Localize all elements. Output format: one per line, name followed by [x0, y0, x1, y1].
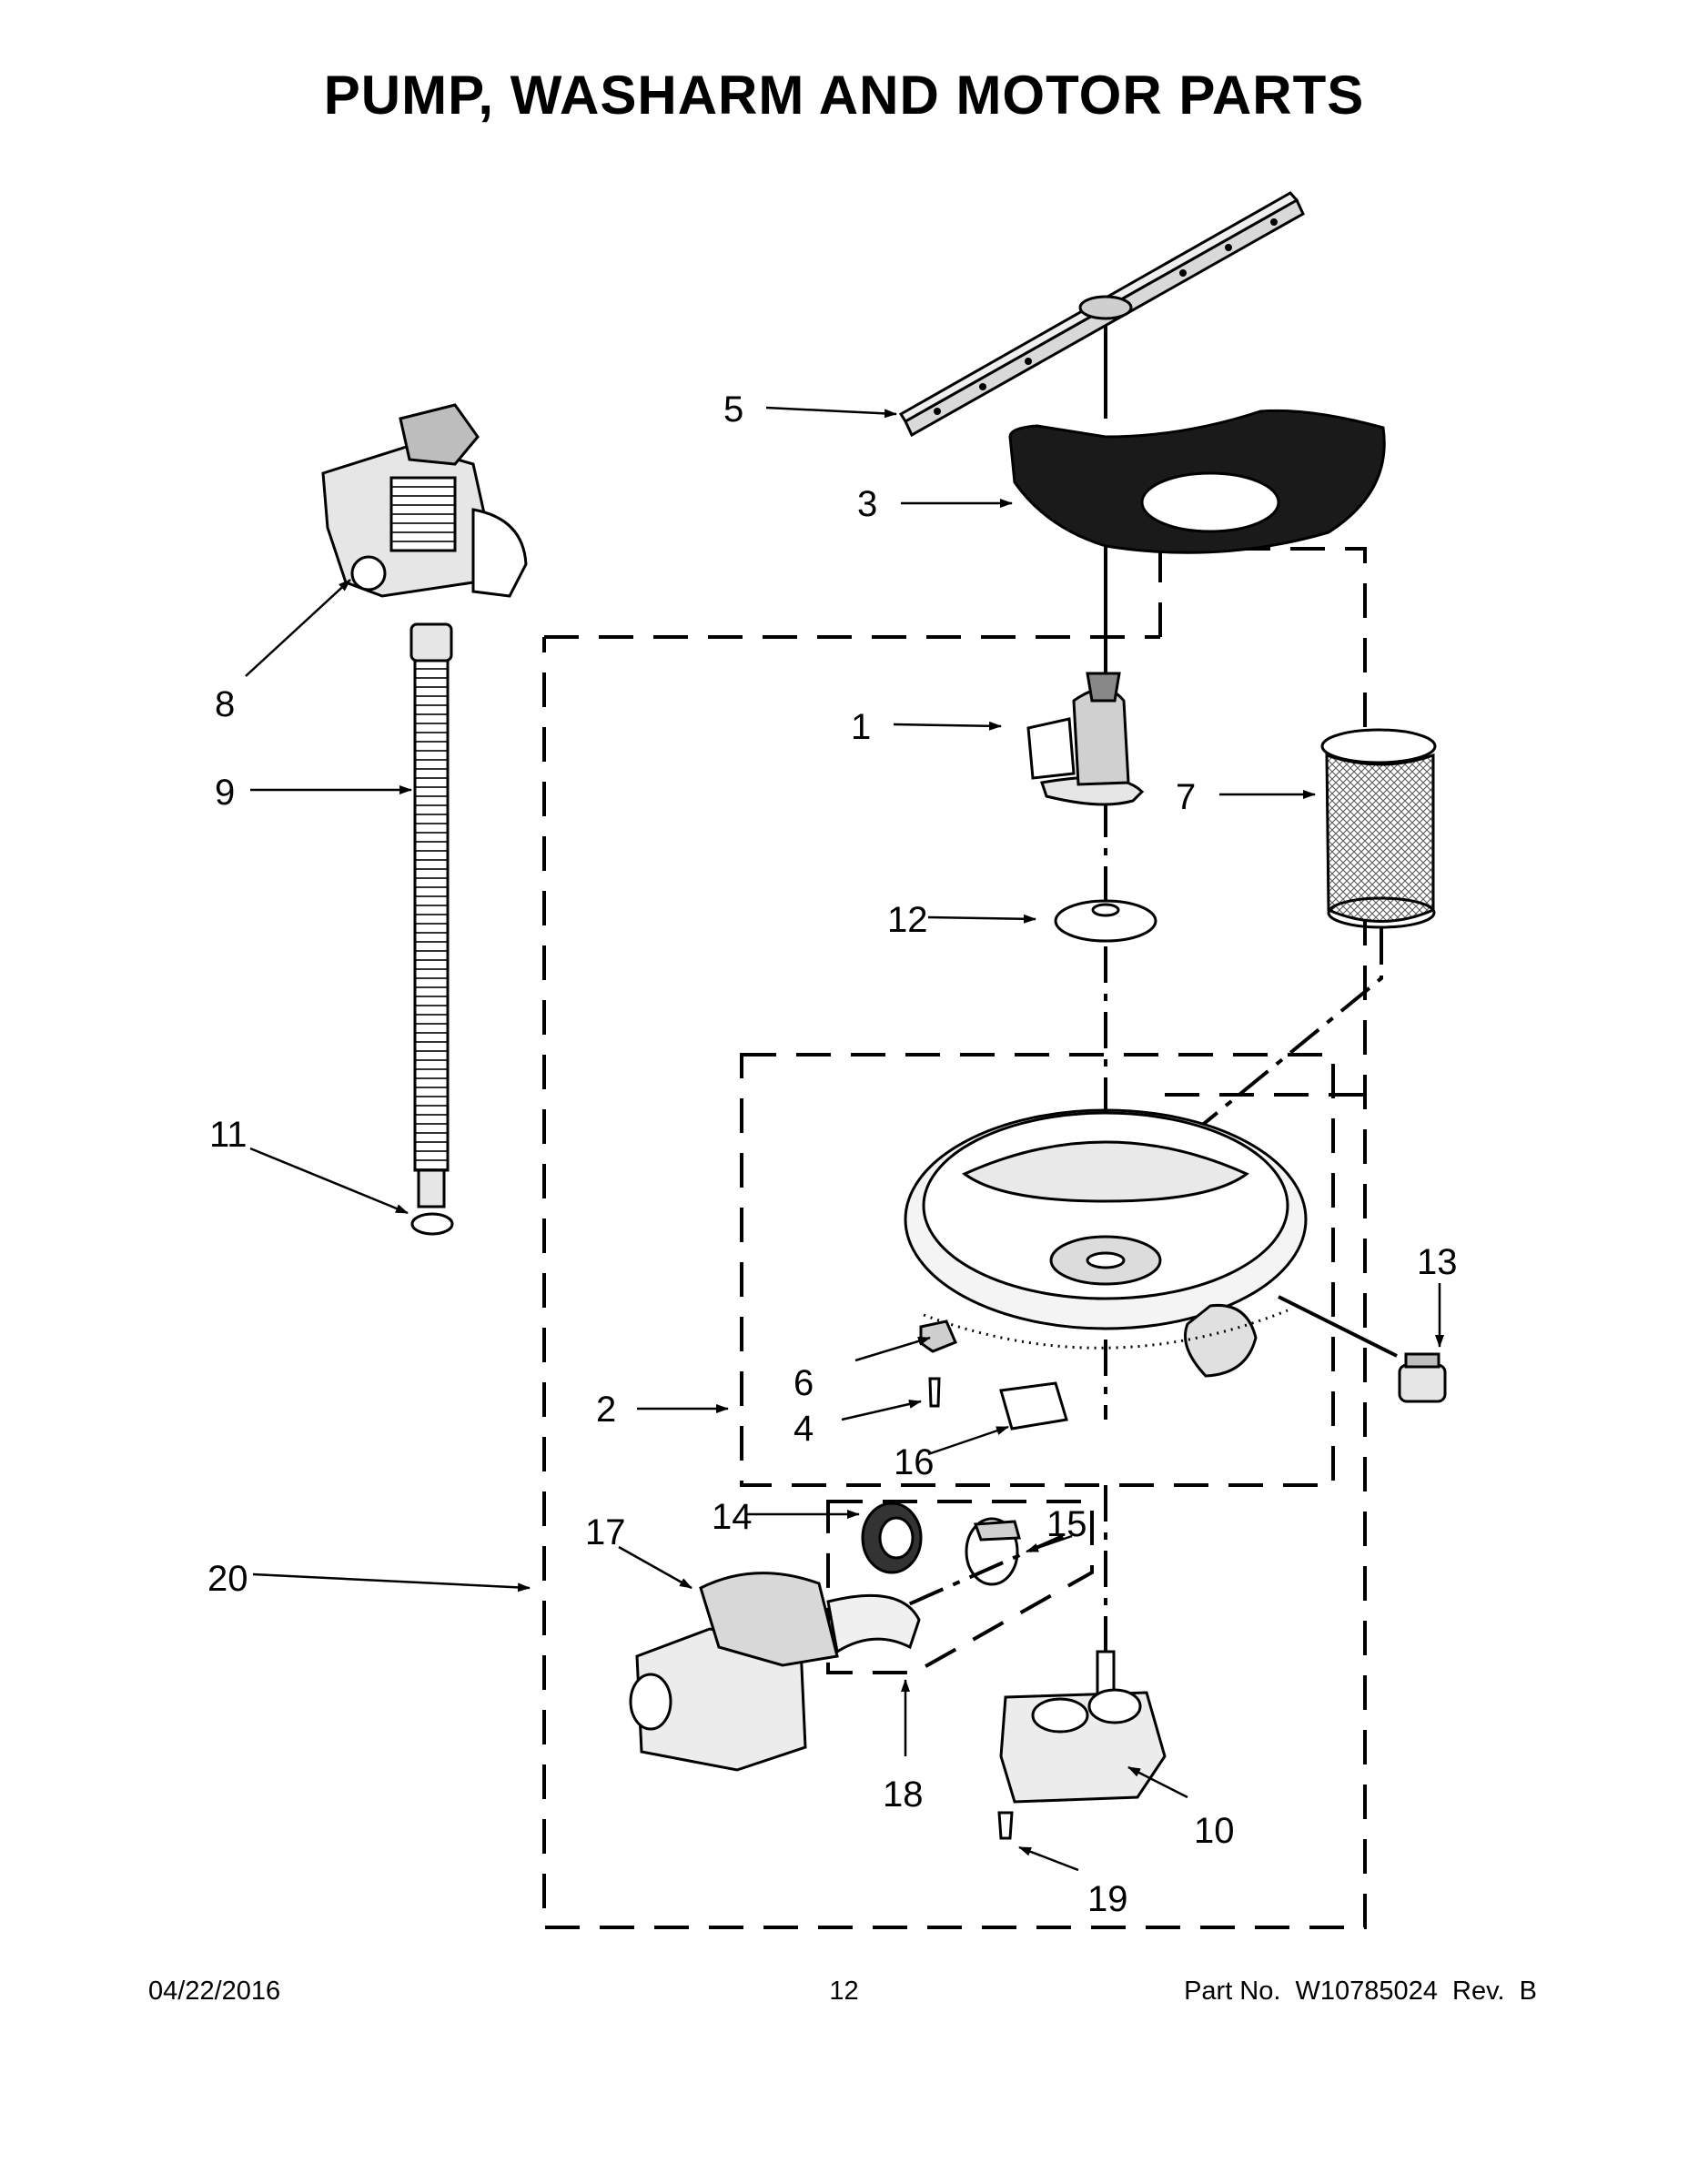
assembly-box-18: [826, 1500, 1094, 1674]
footer-part-number: Part No. W10785024 Rev. B: [1184, 1977, 1537, 2006]
callout-19: 19: [1087, 1879, 1128, 1919]
callout-9: 9: [215, 773, 235, 813]
wash-arm-part: [898, 191, 1305, 438]
diverter-motor-part: [999, 1650, 1167, 1804]
leader-lines: [245, 406, 1444, 1872]
callout-6: 6: [793, 1363, 814, 1403]
assembly-box-2: [740, 1053, 1335, 1487]
callout-4: 4: [793, 1409, 814, 1449]
diverter-part: [1026, 672, 1145, 806]
drain-hose-part: [409, 622, 453, 1208]
connector-part: [999, 1381, 1068, 1431]
callout-14: 14: [712, 1497, 753, 1537]
callout-2: 2: [596, 1390, 616, 1430]
page-title: PUMP, WASHARM AND MOTOR PARTS: [323, 65, 1365, 126]
callout-15: 15: [1046, 1504, 1087, 1544]
sensor-clip-part: [919, 1320, 957, 1353]
assembly-box-20: [542, 547, 1367, 1929]
callout-12: 12: [887, 900, 928, 940]
callout-18: 18: [883, 1774, 924, 1815]
pump-seal-part: [861, 1502, 923, 1574]
sump-part: [904, 1108, 1308, 1378]
clamp-15-part: [965, 1517, 1021, 1586]
callout-7: 7: [1176, 777, 1196, 817]
screw-19-part: [997, 1811, 1014, 1840]
callout-1: 1: [851, 707, 871, 747]
footer-page-number: 12: [829, 1977, 859, 2006]
deflector-part: [1008, 409, 1386, 554]
callout-3: 3: [857, 484, 877, 524]
axis-filter: [1163, 928, 1383, 1238]
drain-pump-part: [321, 403, 528, 598]
callout-5: 5: [723, 389, 743, 430]
hose-clamp-part: [410, 1212, 454, 1236]
callout-8: 8: [215, 684, 235, 724]
footer-date: 04/22/2016: [148, 1977, 281, 2006]
screw-4-part: [928, 1377, 941, 1408]
callout-10: 10: [1194, 1811, 1235, 1851]
callout-20: 20: [207, 1559, 248, 1599]
callout-16: 16: [894, 1442, 935, 1482]
callout-17: 17: [585, 1512, 626, 1552]
circulation-pump-part: [629, 1572, 921, 1772]
filter-part: [1320, 728, 1437, 929]
sensor-13-part: [1398, 1352, 1447, 1403]
callout-11: 11: [209, 1115, 248, 1155]
leader-13: [1278, 1295, 1398, 1358]
callout-13: 13: [1417, 1242, 1458, 1282]
washer-part: [1054, 899, 1157, 943]
